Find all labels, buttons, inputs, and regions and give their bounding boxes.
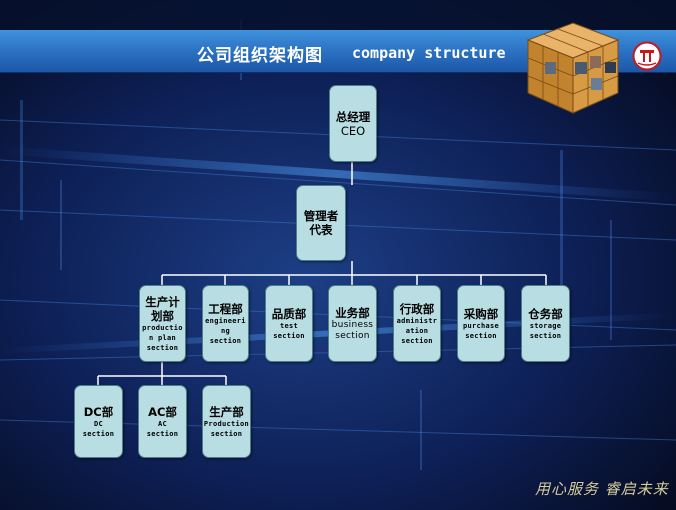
subsection-cn: AC部 <box>148 404 177 419</box>
subsection-dc: DC部 DC section <box>74 385 123 458</box>
dept-purchasing: 采购部 purchase section <box>457 285 505 362</box>
subsection-cn: DC部 <box>83 404 114 419</box>
ceo-box: 总经理 CEO <box>329 85 377 162</box>
subsection-en-line1: Production <box>203 419 250 428</box>
dept-en-line3: section <box>209 336 242 345</box>
page-title: 公司组织架构图 <box>197 46 323 66</box>
management-rep-box: 管理者 代表 <box>296 185 346 261</box>
dept-en-line2: section <box>465 331 497 340</box>
dept-cn-line1: 品质部 <box>271 306 307 321</box>
dept-production-planning: 生产计 划部 productio n plan section <box>139 285 186 362</box>
dept-cn-line1: 生产计 <box>145 294 180 309</box>
dept-en-line1: test <box>279 321 299 330</box>
dept-cn-line1: 行政部 <box>399 301 435 316</box>
dept-quality: 品质部 test section <box>265 285 313 362</box>
subsection-en-line2: section <box>210 429 243 438</box>
dept-cn-line1: 业务部 <box>335 305 370 320</box>
subsection-production: 生产部 Production section <box>202 385 251 458</box>
footer-slogan: 用心服务 睿启未来 <box>535 480 669 498</box>
dept-administration: 行政部 administr ation section <box>393 285 441 362</box>
dept-en-line2: section <box>335 330 370 341</box>
company-logo-icon <box>632 41 662 71</box>
rep-title-line1: 管理者 <box>303 209 339 223</box>
rep-title-line2: 代表 <box>309 223 333 237</box>
dept-business: 业务部 business section <box>328 285 377 362</box>
dept-en-line1: administr <box>396 316 438 325</box>
dept-cn-line1: 仓务部 <box>528 306 563 321</box>
dept-en-line2: section <box>529 331 562 340</box>
dept-en-line2: n plan <box>148 333 177 342</box>
subsection-en-line2: section <box>82 429 115 438</box>
dept-en-line2: section <box>273 331 305 340</box>
subsection-en-line2: section <box>146 429 179 438</box>
dept-storage: 仓务部 storage section <box>521 285 570 362</box>
page-subtitle: company structure <box>352 44 506 62</box>
subsection-en-line1: DC <box>93 419 104 428</box>
dept-en-line1: productio <box>142 323 183 332</box>
subsection-en-line1: AC <box>157 419 168 428</box>
dept-en-line2: ng <box>220 326 231 335</box>
dept-en-line3: section <box>146 343 179 352</box>
dept-en-line3: section <box>401 336 433 345</box>
subsection-ac: AC部 AC section <box>138 385 187 458</box>
dept-engineering: 工程部 engineeri ng section <box>202 285 249 362</box>
dept-en-line1: engineeri <box>205 316 246 325</box>
dept-en-line1: business <box>331 319 374 330</box>
ceo-title-cn: 总经理 <box>335 109 371 124</box>
ceo-title-en: CEO <box>340 123 366 138</box>
dept-en-line2: ation <box>405 326 429 335</box>
dept-cn-line2: 划部 <box>151 308 174 323</box>
dept-en-line1: storage <box>529 321 562 330</box>
dept-cn-line1: 采购部 <box>463 306 499 321</box>
subsection-cn: 生产部 <box>209 404 244 419</box>
photo-cube-graphic <box>526 22 620 114</box>
dept-cn-line1: 工程部 <box>208 301 243 316</box>
dept-en-line1: purchase <box>462 321 500 330</box>
